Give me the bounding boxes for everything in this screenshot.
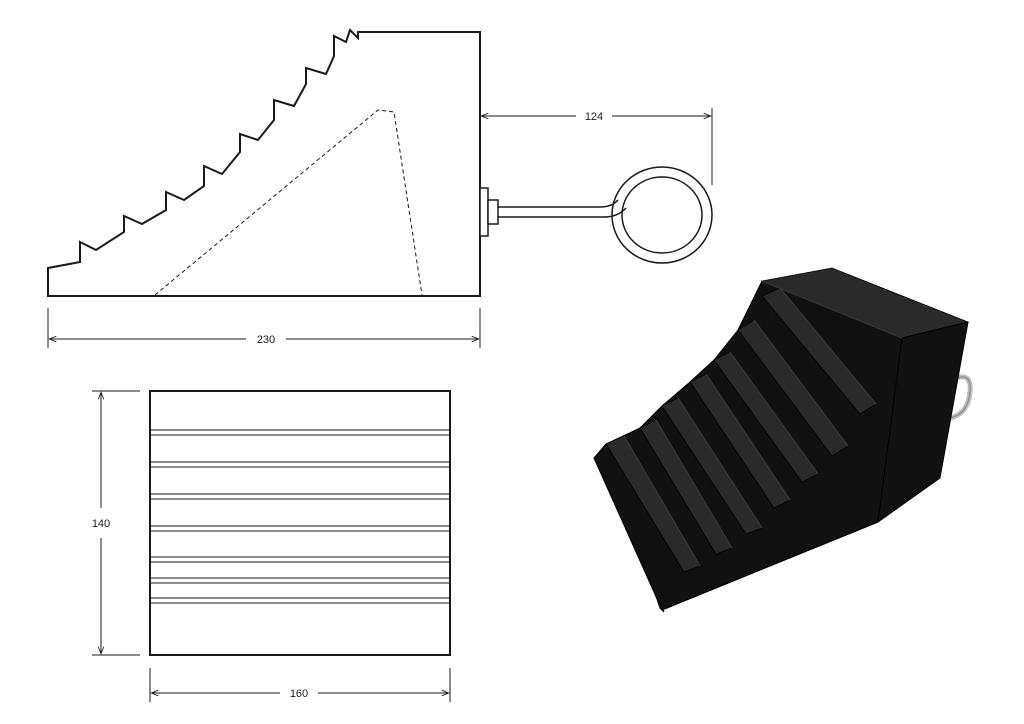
hidden-inner-cavity-line bbox=[154, 109, 423, 296]
dimension-230: 230 bbox=[47, 308, 481, 348]
bolt-nut bbox=[487, 199, 499, 225]
dimension-230-label: 230 bbox=[257, 334, 275, 346]
dimension-160: 160 bbox=[149, 668, 451, 702]
chock-top-outline bbox=[149, 390, 451, 656]
dimension-160-label: 160 bbox=[290, 688, 308, 700]
dimension-140: 140 bbox=[92, 390, 140, 656]
top-view: 140 160 bbox=[92, 390, 451, 702]
bolt-washer bbox=[479, 187, 489, 237]
chock-side-profile bbox=[47, 28, 481, 297]
bolt-shank-bottom bbox=[498, 207, 627, 218]
tread-grooves bbox=[150, 429, 450, 604]
chock-3d-render bbox=[593, 267, 973, 613]
dimension-124: 124 bbox=[482, 108, 713, 185]
eye-bolt bbox=[479, 166, 713, 264]
eye-bolt-render-edge bbox=[949, 376, 971, 419]
bolt-shank-top bbox=[498, 199, 619, 208]
side-view: 124 230 bbox=[47, 28, 713, 348]
eye-loop-inner bbox=[621, 176, 703, 254]
ramp-tread-ribs bbox=[605, 280, 903, 573]
dimension-140-label: 140 bbox=[92, 518, 110, 530]
dimension-124-label: 124 bbox=[585, 111, 603, 123]
eye-loop-outer bbox=[611, 166, 713, 264]
